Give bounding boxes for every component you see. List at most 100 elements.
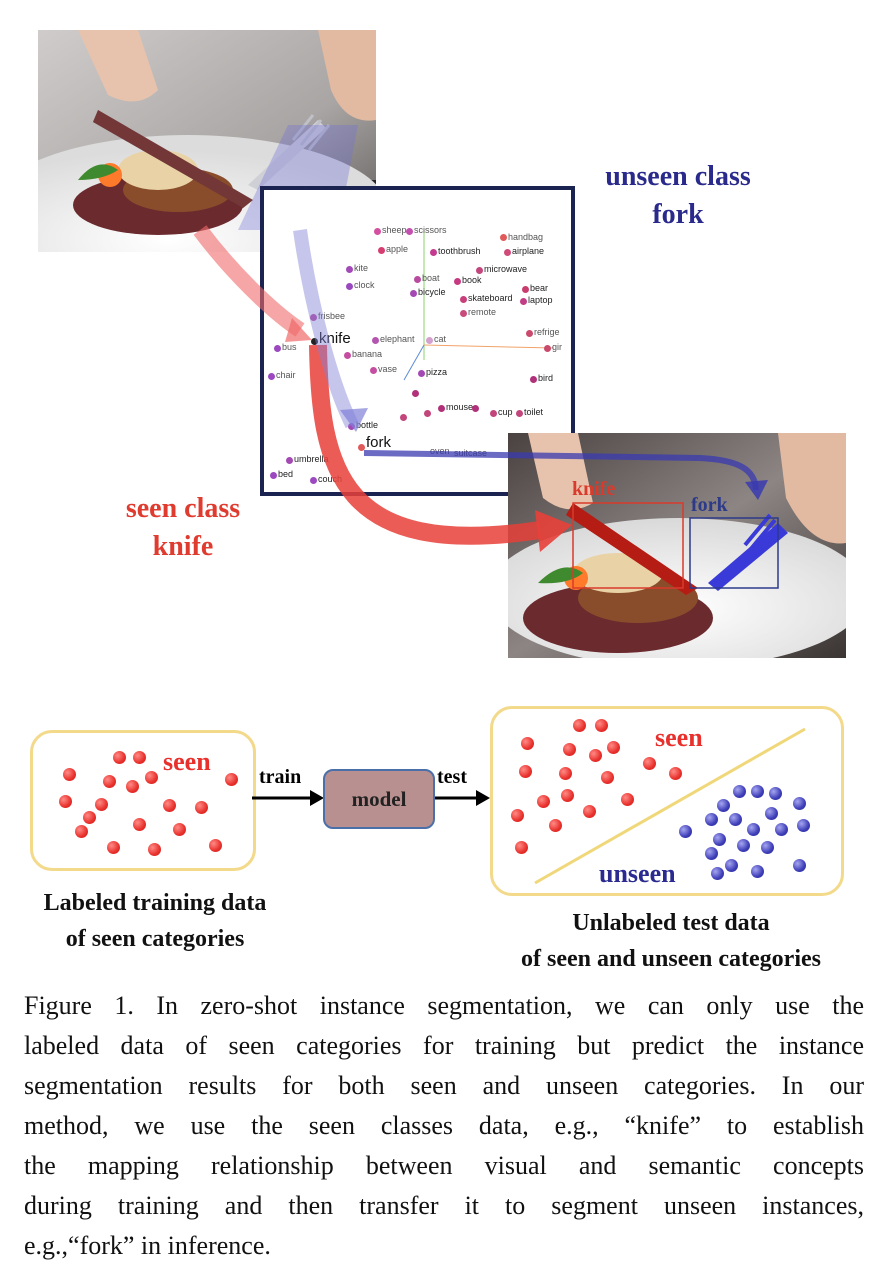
caption-line: e.g.,“fork” in inference. (24, 1231, 271, 1260)
embedding-point (372, 337, 379, 344)
embedding-label-elephant: elephant (380, 334, 415, 344)
embedding-label-toothbrush: toothbrush (438, 246, 481, 256)
embedding-point (412, 390, 419, 397)
embedding-point (310, 314, 317, 321)
seen-point (621, 793, 634, 806)
unseen-point (705, 847, 718, 860)
unseen-class-title-line2: fork (652, 199, 704, 230)
embedding-point-fork (358, 444, 365, 451)
seen-point (163, 799, 176, 812)
seen-point (595, 719, 608, 732)
embedding-label-skateboard: skateboard (468, 293, 513, 303)
embedding-point (460, 296, 467, 303)
embedding-label-frisbee: frisbee (318, 311, 346, 321)
embedding-label-apple: apple (386, 244, 409, 254)
embedding-point (286, 457, 293, 464)
caption-line: segmentation results for both seen and u… (24, 1071, 864, 1100)
embedding-label-mouse: mouse (446, 402, 474, 412)
embedding-point (476, 267, 483, 274)
seen-class-title: seen class knife (95, 490, 271, 566)
embedding-point (348, 423, 355, 430)
training-data-panel: seen (30, 730, 256, 871)
box-label-fork: fork (691, 494, 728, 516)
test-seen-label: seen (655, 723, 703, 752)
seen-point (133, 818, 146, 831)
embedding-point (504, 249, 511, 256)
unseen-point (717, 799, 730, 812)
unseen-point (765, 807, 778, 820)
embedding-label-bicycle: bicycle (418, 287, 446, 297)
embedding-point (520, 298, 527, 305)
figure-caption: Figure 1. In zero-shot instance segmenta… (24, 986, 864, 1266)
embedding-point (274, 345, 281, 352)
embedding-label-oven: oven (430, 446, 450, 456)
embedding-point (522, 286, 529, 293)
seen-class-title-line2: knife (152, 531, 214, 562)
unseen-point (737, 839, 750, 852)
decision-boundary-line (534, 727, 806, 885)
embedding-label-gir: gir (552, 342, 563, 352)
seen-point (583, 805, 596, 818)
caption-line: labeled data of seen categories for trai… (24, 1031, 864, 1060)
seen-point (643, 757, 656, 770)
unseen-point (747, 823, 760, 836)
seen-point (103, 775, 116, 788)
box-label-knife: knife (572, 478, 616, 500)
embedding-label-sheep: sheep (382, 225, 407, 235)
seen-point (113, 751, 126, 764)
embedding-label-toilet: toilet (524, 407, 544, 417)
embedding-label-bird: bird (538, 373, 554, 383)
caption-line: the mapping relationship between visual … (24, 1151, 864, 1180)
embedding-label-vase: vase (378, 364, 398, 374)
embedding-point (460, 310, 467, 317)
seen-point (601, 771, 614, 784)
unseen-point (761, 841, 774, 854)
embedding-point (418, 370, 425, 377)
unseen-point (713, 833, 726, 846)
unseen-point (793, 859, 806, 872)
caption-line: Figure 1. In zero-shot instance segmenta… (24, 991, 864, 1020)
seen-point (519, 765, 532, 778)
seen-point (225, 773, 238, 786)
embedding-point (500, 234, 507, 241)
seen-point (148, 843, 161, 856)
seen-point (95, 798, 108, 811)
seen-point (511, 809, 524, 822)
unseen-point (769, 787, 782, 800)
test-caption-line1: Unlabeled test data (572, 910, 770, 936)
seen-point (83, 811, 96, 824)
test-caption: Unlabeled test data of seen and unseen c… (476, 905, 866, 977)
embedding-point (430, 249, 437, 256)
embedding-point (374, 228, 381, 235)
training-caption-line2: of seen categories (65, 926, 245, 952)
embedding-point (526, 330, 533, 337)
embedding-label-bear: bear (530, 283, 549, 293)
seen-point (126, 780, 139, 793)
embedding-label-book: book (462, 275, 482, 285)
test-caption-line2: of seen and unseen categories (521, 946, 821, 972)
test-unseen-label: unseen (599, 859, 676, 888)
unseen-point (711, 867, 724, 880)
unseen-point (751, 785, 764, 798)
seen-point (559, 767, 572, 780)
unseen-point (797, 819, 810, 832)
seen-point (607, 741, 620, 754)
training-seen-label: seen (163, 747, 211, 776)
unseen-point (729, 813, 742, 826)
seen-point (59, 795, 72, 808)
embedding-label-remote: remote (468, 307, 497, 317)
seen-point (515, 841, 528, 854)
embedding-point (378, 247, 385, 254)
plate-photo-graphic (508, 433, 846, 658)
seen-point (521, 737, 534, 750)
seen-class-title-line1: seen class (125, 493, 241, 524)
embedding-label-microwave: microwave (484, 264, 528, 274)
embedding-point (424, 410, 431, 417)
seen-point (669, 767, 682, 780)
embedding-point-knife (311, 338, 318, 345)
embedding-point (426, 337, 433, 344)
embedding-label-bed: bed (278, 469, 294, 479)
embedding-point (370, 367, 377, 374)
embedding-label-bus: bus (282, 342, 297, 352)
test-label: test (437, 766, 467, 788)
